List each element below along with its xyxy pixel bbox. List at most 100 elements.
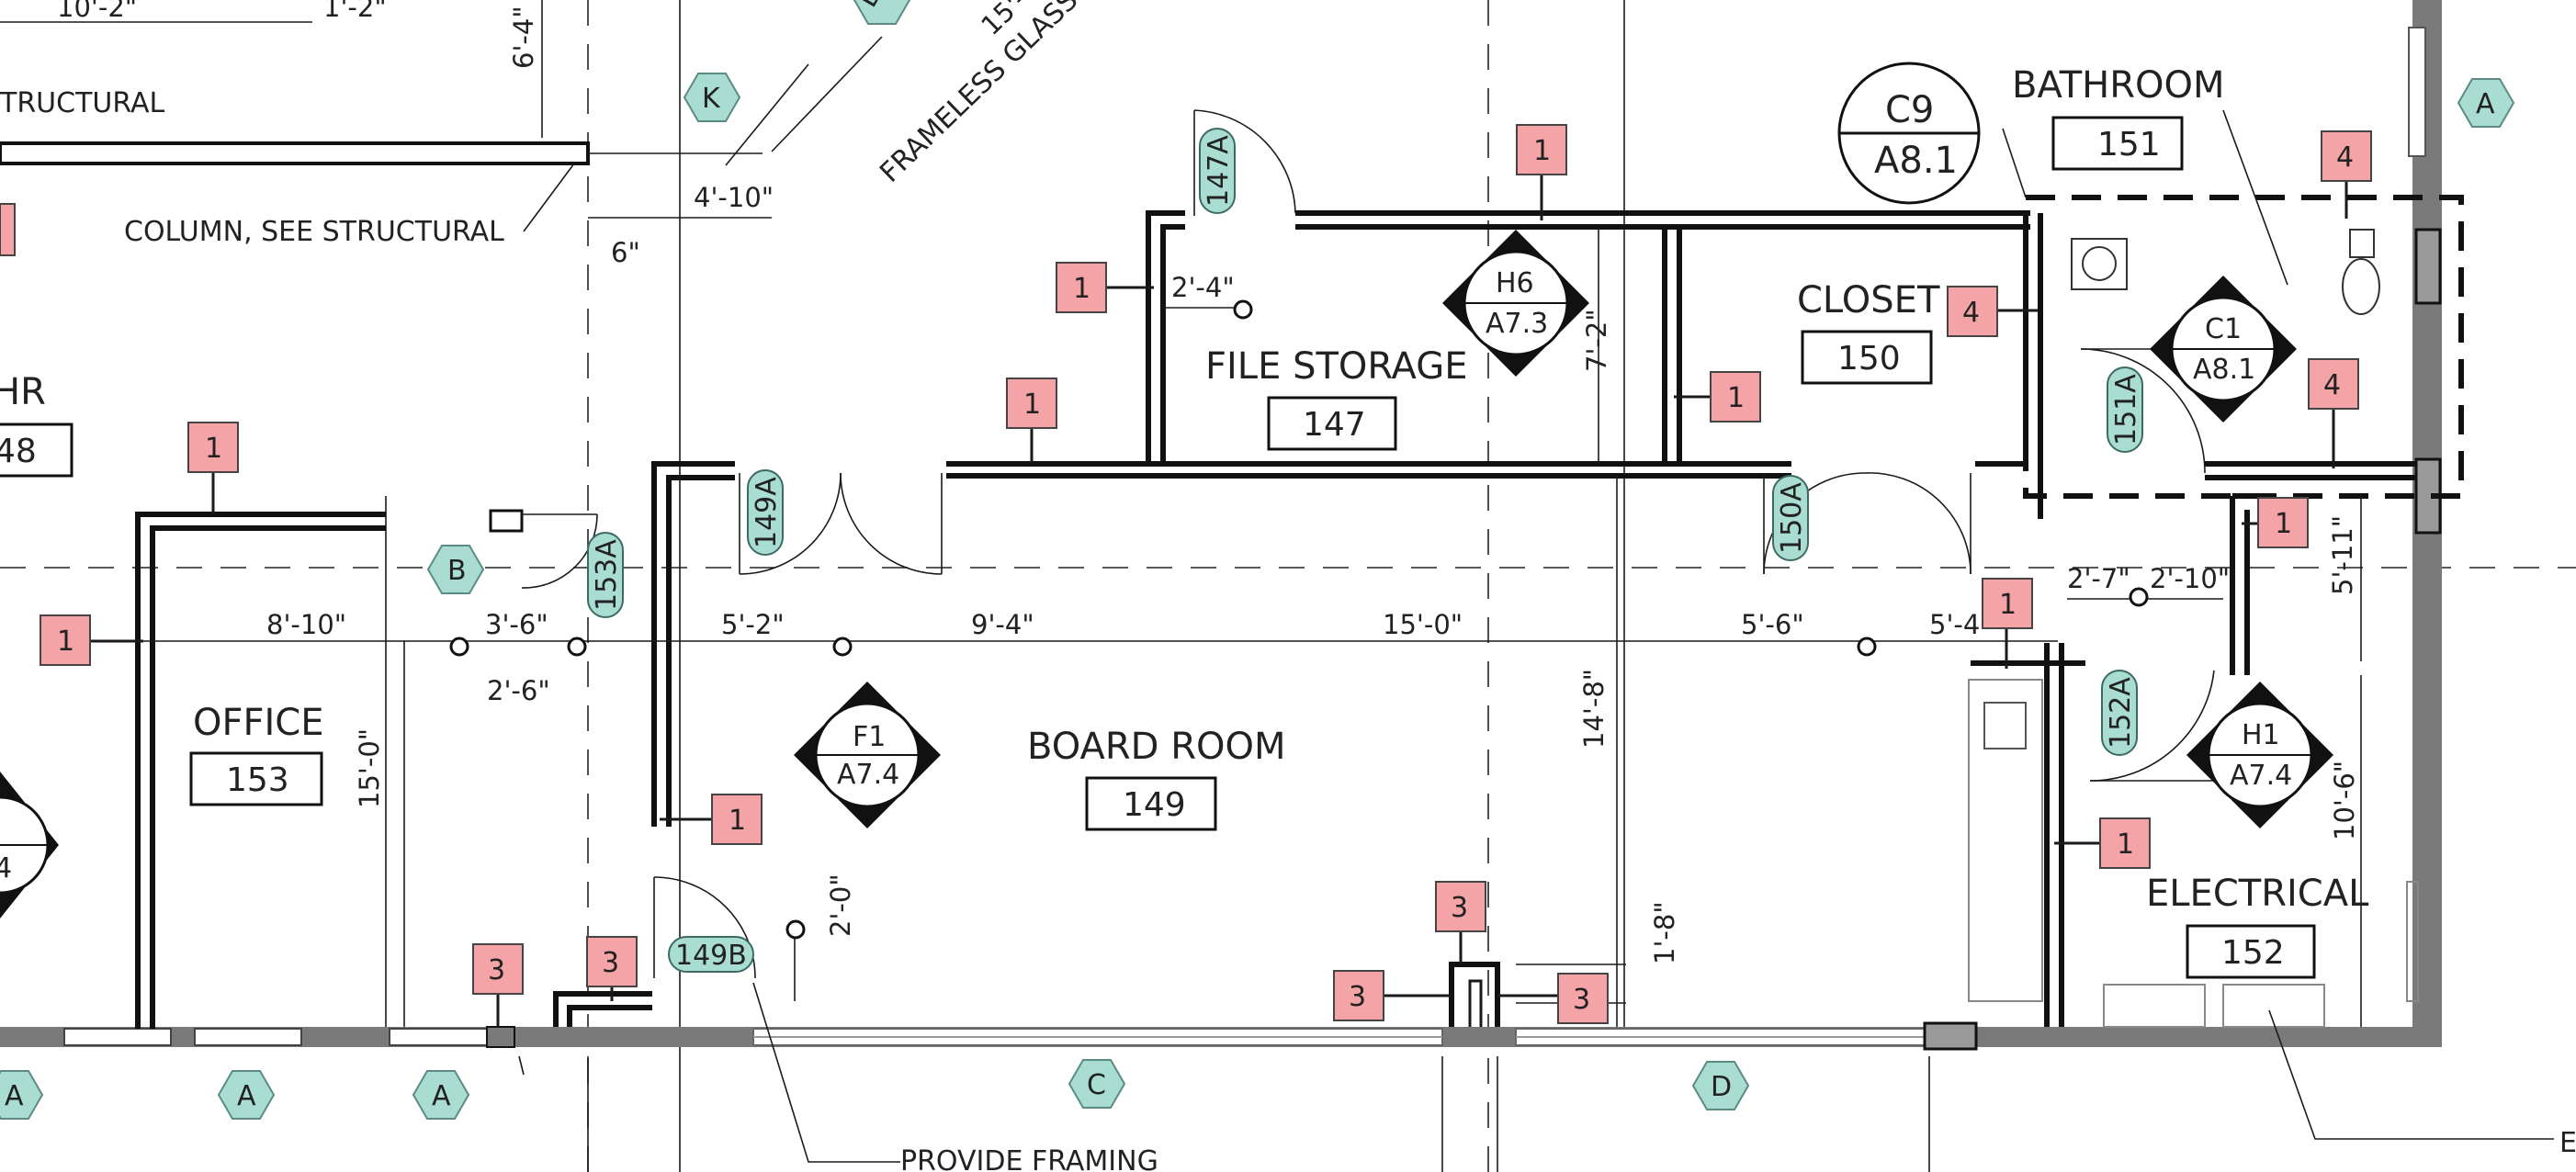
rev-tag-t17: 3 <box>1435 881 1486 964</box>
door-150a-label: 150A <box>1776 482 1808 554</box>
door-149a-label: 149A <box>751 477 783 548</box>
svg-text:3: 3 <box>1573 984 1590 1016</box>
rev-tag-t2: 1 <box>187 422 239 514</box>
svg-text:1: 1 <box>2275 508 2292 540</box>
dim-10-6: 10'-6" <box>2329 761 2360 840</box>
hex-tag-b: B <box>426 545 485 594</box>
svg-text:1: 1 <box>1727 382 1745 414</box>
hex-tag-a1: A <box>0 1070 44 1120</box>
hex-a3-label: A <box>432 1080 451 1112</box>
room-name-bathroom: BATHROOM <box>2012 64 2224 107</box>
svg-text:4: 4 <box>2336 141 2354 174</box>
note-provide-framing: PROVIDE FRAMING <box>900 1145 1158 1172</box>
door-tag-151a: 151A <box>2107 366 2143 453</box>
note-right-edge: E <box>2559 1127 2576 1159</box>
svg-text:4: 4 <box>2323 369 2341 401</box>
door-152a-label: 152A <box>2105 677 2137 749</box>
rev-tag-t4: 1 <box>1006 378 1057 464</box>
section-left-bottom: 4 <box>0 852 12 885</box>
door-tags: 147A 149A 153A 150A 151A 152A 149B <box>587 128 2143 973</box>
door-tag-147a: 147A <box>1199 128 1236 214</box>
door-153a-label: 153A <box>591 539 623 611</box>
room-number-hr: 48 <box>0 433 37 470</box>
dim-2-4: 2'-4" <box>1171 272 1235 303</box>
interior-walls <box>0 141 2416 1048</box>
rev-tag-t10: 1 <box>2242 497 2309 548</box>
door-tag-152a: 152A <box>2101 670 2138 756</box>
dim-14-8: 14'-8" <box>1578 669 1610 749</box>
door-tag-149b: 149B <box>668 936 754 973</box>
section-h6-bottom: A7.3 <box>1486 308 1548 340</box>
svg-text:3: 3 <box>1451 892 1468 924</box>
door-151a-label: 151A <box>2110 374 2142 445</box>
hex-d-label: D <box>1711 1071 1732 1103</box>
room-name-board-room: BOARD ROOM <box>1027 726 1285 768</box>
callout-c9-top: C9 <box>1885 89 1934 131</box>
fixtures <box>1968 229 2419 1028</box>
hex-tag-a-top-right: A <box>2457 78 2515 128</box>
dim-9-4: 9'-4" <box>971 609 1034 640</box>
dim-6-4: 6'-4" <box>508 6 539 69</box>
section-marker-h6: H6 A7.3 <box>1442 230 1589 377</box>
dim-5-4: 5'-4 <box>1929 609 1980 640</box>
room-number-file-storage: 147 <box>1303 406 1366 444</box>
section-h6-top: H6 <box>1496 267 1534 299</box>
hex-tag-a2: A <box>217 1070 276 1120</box>
svg-text:1: 1 <box>729 805 746 837</box>
section-marker-f1: F1 A7.4 <box>794 682 941 828</box>
room-name-closet: CLOSET <box>1797 279 1940 321</box>
svg-text:1: 1 <box>57 625 74 658</box>
room-name-office: OFFICE <box>193 702 324 744</box>
svg-text:1: 1 <box>1999 589 2017 621</box>
hex-a-top-right-label: A <box>2476 88 2495 120</box>
dim-8-10: 8'-10" <box>266 609 346 640</box>
svg-text:3: 3 <box>1349 981 1366 1013</box>
room-name-hr: HR <box>0 371 46 413</box>
rev-tag-t19: 3 <box>1497 973 1609 1024</box>
rev-tag-t1 <box>0 203 16 256</box>
rev-tag-t16: 3 <box>586 936 638 1001</box>
hex-tag-d: D <box>1691 1061 1750 1110</box>
svg-text:1: 1 <box>205 433 222 465</box>
rev-tag-t12: 4 <box>1947 286 2038 337</box>
section-c1-top: C1 <box>2205 313 2242 345</box>
hex-a1-label: A <box>5 1080 24 1112</box>
dim-1-2: 1'-2" <box>323 0 387 23</box>
note-column: COLUMN, SEE STRUCTURAL <box>124 216 504 248</box>
section-markers: F1 A7.4 H6 A7.3 C1 A8.1 H1 A7.4 <box>0 62 2333 918</box>
door-tag-153a: 153A <box>587 532 624 618</box>
room-labels: HR 48 OFFICE 153 BOARD ROOM 149 FILE STO… <box>0 64 2369 979</box>
revision-tags: 1 1 1 1 1 1 1 <box>0 124 2372 1027</box>
dim-4-10: 4'-10" <box>694 182 774 213</box>
dim-6: 6" <box>611 237 640 268</box>
svg-text:1: 1 <box>1023 389 1041 421</box>
section-h1-top: H1 <box>2242 719 2280 751</box>
rev-tag-t3: 1 <box>40 614 143 666</box>
door-tag-150a: 150A <box>1772 475 1809 561</box>
hex-k-label: K <box>702 83 721 115</box>
dim-2-7: 2'-7" <box>2067 563 2130 594</box>
hex-c-label: C <box>1087 1069 1106 1101</box>
dim-7-2: 7'-2" <box>1581 309 1612 372</box>
rev-tag-t11: 1 <box>2054 817 2151 869</box>
dim-2-0: 2'-0" <box>825 873 856 937</box>
rev-tag-t9: 1 <box>1982 578 2033 669</box>
section-marker-h1: H1 A7.4 <box>2186 682 2333 828</box>
room-name-electrical: ELECTRICAL <box>2146 873 2369 915</box>
dim-5-6: 5'-6" <box>1741 609 1804 640</box>
svg-text:1: 1 <box>1533 135 1551 167</box>
hex-tag-k: K <box>683 73 741 122</box>
room-number-bathroom: 151 <box>2097 126 2161 163</box>
room-number-board-room: 149 <box>1123 786 1186 824</box>
room-number-office: 153 <box>226 761 289 799</box>
hex-tag-c: C <box>1068 1059 1126 1109</box>
section-marker-c1: C1 A8.1 <box>2150 276 2297 423</box>
rev-tag-t14: 4 <box>2308 358 2359 468</box>
rev-tag-t13: 4 <box>2321 130 2372 219</box>
section-h1-bottom: A7.4 <box>2230 760 2292 792</box>
svg-text:1: 1 <box>1073 273 1090 305</box>
rev-tag-t18: 3 <box>1333 970 1452 1021</box>
rev-tag-t6: 1 <box>1516 124 1567 220</box>
